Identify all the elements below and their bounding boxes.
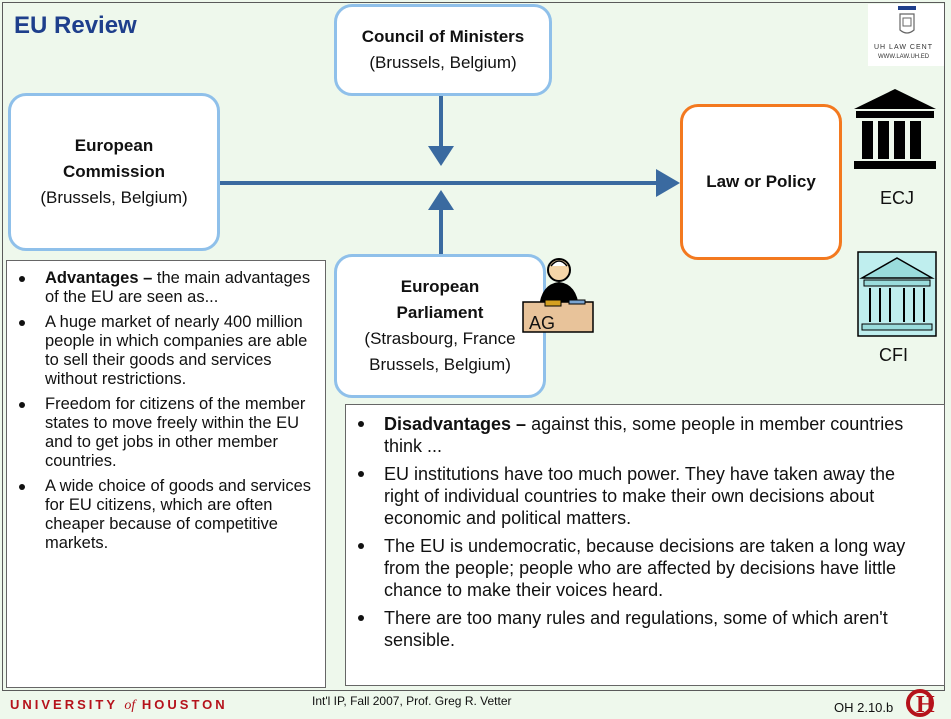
list-item: Freedom for citizens of the member state… bbox=[7, 395, 325, 471]
judge-icon bbox=[522, 258, 594, 333]
advantages-panel: Advantages – the main advantages of the … bbox=[6, 260, 326, 688]
advantages-lead: Advantages – bbox=[45, 269, 153, 287]
law-name: Law or Policy bbox=[706, 172, 816, 191]
european-commission-box: European Commission (Brussels, Belgium) bbox=[8, 93, 220, 251]
council-name: Council of Ministers bbox=[361, 27, 525, 46]
commission-location: (Brussels, Belgium) bbox=[40, 188, 188, 207]
commission-name-line1: European bbox=[74, 136, 154, 155]
disadvantage-text: The EU is undemocratic, because decision… bbox=[384, 536, 906, 600]
parliament-location-line2: Brussels, Belgium) bbox=[369, 355, 511, 374]
university-of-houston-wordmark: UNIVERSITY of HOUSTON bbox=[10, 697, 228, 714]
parliament-name-line2: Parliament bbox=[396, 303, 484, 322]
advantage-text: A wide choice of goods and services for … bbox=[45, 477, 311, 552]
logo-text-line1: UH LAW CENT bbox=[874, 44, 933, 51]
wordmark-part: UNIVERSITY bbox=[10, 697, 125, 712]
uh-interlock-logo: H bbox=[906, 689, 935, 718]
cfi-courthouse-icon bbox=[857, 251, 937, 337]
uh-law-center-logo: UH LAW CENT WWW.LAW.UH.ED bbox=[868, 4, 944, 66]
advantage-text: Freedom for citizens of the member state… bbox=[45, 395, 306, 470]
law-or-policy-box: Law or Policy bbox=[680, 104, 842, 260]
council-location: (Brussels, Belgium) bbox=[369, 53, 517, 72]
logo-text-line2: WWW.LAW.UH.ED bbox=[878, 54, 930, 60]
list-item: Advantages – the main advantages of the … bbox=[7, 269, 325, 307]
page-number: OH 2.10.b bbox=[834, 700, 894, 715]
disadvantages-panel: Disadvantages – against this, some peopl… bbox=[345, 404, 945, 686]
list-item: A wide choice of goods and services for … bbox=[7, 477, 325, 553]
wordmark-of: of bbox=[124, 698, 136, 713]
list-item: A huge market of nearly 400 million peop… bbox=[7, 313, 325, 389]
advantage-text: A huge market of nearly 400 million peop… bbox=[45, 313, 308, 388]
disadvantages-lead: Disadvantages – bbox=[384, 414, 527, 434]
list-item: Disadvantages – against this, some peopl… bbox=[346, 413, 944, 457]
svg-text:H: H bbox=[916, 692, 935, 718]
disadvantage-text: EU institutions have too much power. The… bbox=[384, 464, 895, 528]
list-item: The EU is undemocratic, because decision… bbox=[346, 535, 944, 601]
disadvantages-text: against this, some people in member coun… bbox=[384, 414, 904, 456]
slide-border bbox=[2, 2, 945, 691]
european-parliament-box: European Parliament (Strasbourg, France … bbox=[334, 254, 546, 398]
list-item: EU institutions have too much power. The… bbox=[346, 463, 944, 529]
list-item: There are too many rules and regulations… bbox=[346, 607, 944, 651]
footer-credit: Int'l IP, Fall 2007, Prof. Greg R. Vette… bbox=[312, 694, 512, 708]
advantages-text: the main advantages of the EU are seen a… bbox=[45, 269, 311, 306]
page-title: EU Review bbox=[14, 12, 137, 39]
disadvantage-text: There are too many rules and regulations… bbox=[384, 608, 888, 650]
ecj-courthouse-icon bbox=[854, 89, 936, 169]
ecj-label: ECJ bbox=[880, 188, 915, 208]
ag-label: AG bbox=[529, 313, 556, 333]
commission-name-line2: Commission bbox=[62, 162, 166, 181]
council-of-ministers-box: Council of Ministers (Brussels, Belgium) bbox=[334, 4, 552, 96]
cfi-label: CFI bbox=[879, 345, 908, 365]
parliament-name-line1: European bbox=[400, 277, 480, 296]
parliament-location-line1: (Strasbourg, France bbox=[364, 329, 516, 348]
seal-icon bbox=[898, 6, 916, 34]
wordmark-part: HOUSTON bbox=[135, 697, 228, 712]
